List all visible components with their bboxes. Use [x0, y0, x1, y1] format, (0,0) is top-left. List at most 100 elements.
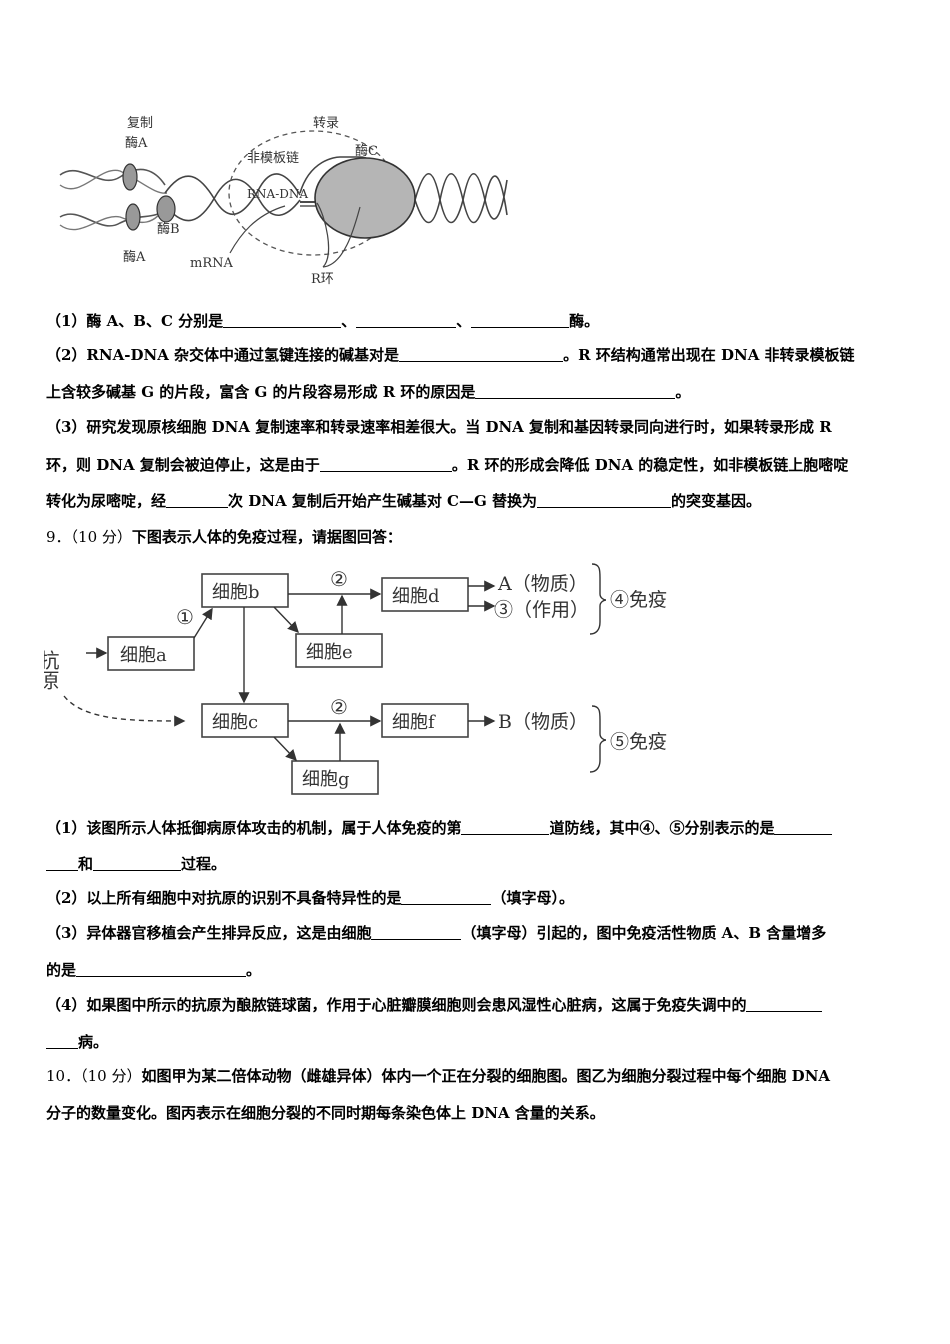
answer-blank[interactable] [356, 312, 457, 328]
cell-b-box [201, 573, 289, 608]
helix-right-a [414, 173, 508, 224]
answer-blank[interactable] [461, 819, 550, 835]
q9-part3-cont: 的是 。 [46, 960, 261, 980]
answer-blank[interactable] [371, 924, 462, 940]
q8-p1-end: 酶。 [569, 312, 600, 330]
immunity-5: ⑤免疫 [610, 731, 667, 753]
q9-part4: （4）如果图中所示的抗原为酿脓链球菌，作用于心脏瓣膜细胞则会患风湿性心脏病，这属… [46, 995, 823, 1015]
q8-part2: （2）RNA-DNA 杂交体中通过氢键连接的碱基对是 。R 环结构通常出现在 DN… [46, 345, 855, 365]
dna-strand-bottom [59, 208, 166, 227]
q8-p2-text: （2）RNA-DNA 杂交体中通过氢键连接的碱基对是 [46, 346, 400, 364]
dna-strand-top [59, 168, 166, 186]
answer-blank[interactable] [166, 492, 229, 508]
q9-p1-text2: 道防线，其中④、⑤分别表示的是 [549, 819, 775, 837]
cell-d-label: 细胞d [392, 586, 440, 607]
q9-part2: （2）以上所有细胞中对抗原的识别不具备特异性的是 （填字母）。 [46, 888, 574, 908]
cell-a-label: 细胞a [120, 645, 167, 666]
label-copy: 复制 [127, 116, 153, 131]
q9-part3: （3）异体器官移植会产生排异反应，这是由细胞 （填字母）引起的，图中免疫活性物质 … [46, 923, 826, 943]
q9-part1-cont: 和 过程。 [46, 854, 226, 874]
question-text-cont: 分子的数量变化。图丙表示在细胞分裂的不同时期每条染色体上 DNA 含量的关系。 [46, 1104, 605, 1122]
q8-p2b-end: 。 [675, 383, 691, 401]
q8-p3-text: （3）研究发现原核细胞 DNA 复制速率和转录速率相差很大。当 DNA 复制和基… [46, 418, 832, 436]
q8-p3c-text2: 次 DNA 复制后开始产生碱基对 C—G 替换为 [228, 492, 538, 510]
q9-p3b-end: 。 [246, 961, 262, 979]
label-enz-b: 酶B [157, 221, 180, 237]
q9-p3-text: （3）异体器官移植会产生排异反应，这是由细胞 [46, 924, 372, 942]
output-a: A（物质） [497, 573, 588, 595]
answer-blank[interactable] [93, 855, 182, 871]
answer-blank[interactable] [399, 346, 564, 362]
cell-e-label: 细胞e [306, 642, 353, 663]
dna-strand-top2 [59, 169, 168, 194]
answer-blank[interactable] [471, 312, 570, 328]
q8-p3b-text2: 。R 环的形成会降低 DNA 的稳定性，如非模板链上胞嘧啶 [451, 456, 849, 474]
q9-p1b-and: 和 [78, 855, 94, 873]
q8-p3c-end: 的突变基因。 [671, 492, 762, 510]
label-mrna: mRNA [190, 256, 233, 271]
cell-g-label: 细胞g [302, 769, 350, 790]
q8-part1: （1）酶 A、B、C 分别是、、酶。 [46, 311, 599, 331]
label-rnadna: RNA-DNA [247, 187, 308, 201]
q9-p4-text: （4）如果图中所示的抗原为酿脓链球菌，作用于心脏瓣膜细胞则会患风湿性心脏病，这属… [46, 996, 747, 1014]
dna-strand-bottom2 [59, 202, 168, 231]
immune-process-diagram: 抗原 细胞a 细胞b 细胞d 细胞e 细胞c 细胞f 细胞g ① ② ② A（物… [44, 563, 667, 795]
q8-p1-text: （1）酶 A、B、C 分别是 [46, 312, 224, 330]
helix-b [164, 178, 301, 222]
enzyme-a-top [122, 163, 138, 191]
step2-upper-label: ② [330, 567, 348, 591]
q9-part4-cont: 病。 [46, 1032, 108, 1052]
enzyme-c [314, 157, 416, 239]
answer-blank[interactable] [537, 492, 672, 508]
answer-blank[interactable] [475, 383, 676, 399]
q9-part1: （1）该图所示人体抵御病原体攻击的机制，属于人体免疫的第 道防线，其中④、⑤分别表… [46, 818, 833, 838]
step1-label: ① [176, 605, 194, 629]
label-nontemplate: 非模板链 [247, 151, 299, 166]
q8-part3-cont: 环，则 DNA 复制会被迫停止，这是由于 。R 环的形成会降低 DNA 的稳定性，… [46, 455, 848, 475]
q9-p3-text2: （填字母）引起的，图中免疫活性物质 A、B 含量增多 [461, 924, 827, 942]
answer-blank[interactable] [46, 855, 78, 871]
cell-a-box [107, 636, 195, 671]
answer-blank[interactable] [319, 456, 452, 472]
question-text: 下图表示人体的免疫过程，请据图回答： [131, 528, 402, 546]
cell-d-box [381, 577, 469, 612]
q9-p3b-text: 的是 [46, 961, 77, 979]
answer-blank[interactable] [223, 312, 342, 328]
helix-right-b [414, 173, 508, 224]
q9-p2-text: （2）以上所有细胞中对抗原的识别不具备特异性的是 [46, 889, 402, 907]
q8-p2-text2: 。R 环结构通常出现在 DNA 非转录模板链 [563, 346, 855, 364]
q8-p3c-text: 转化为尿嘧啶，经 [46, 492, 167, 510]
q8-part3-cont2: 转化为尿嘧啶，经 次 DNA 复制后开始产生碱基对 C—G 替换为 的突变基因。 [46, 491, 761, 511]
q8-p3b-text: 环，则 DNA 复制会被迫停止，这是由于 [46, 456, 320, 474]
label-rloop: R环 [311, 272, 334, 287]
step2-lower-label: ② [330, 695, 348, 719]
answer-blank[interactable] [746, 996, 823, 1012]
q10-line2: 分子的数量变化。图丙表示在细胞分裂的不同时期每条染色体上 DNA 含量的关系。 [46, 1103, 605, 1123]
helix-a [164, 173, 301, 215]
cell-e-box [295, 633, 383, 668]
q9-p2-end: （填字母）。 [491, 889, 574, 907]
q8-p2b-text: 上含较多碱基 G 的片段，富含 G 的片段容易形成 R 环的原因是 [46, 383, 476, 401]
question-text: 如图甲为某二倍体动物（雌雄异体）体内一个正在分裂的细胞图。图乙为细胞分裂过程中每… [141, 1067, 831, 1085]
label-transcribe: 转录 [313, 116, 339, 131]
q8-part3: （3）研究发现原核细胞 DNA 复制速率和转录速率相差很大。当 DNA 复制和基… [46, 417, 832, 437]
label-enz-a-top: 酶A [125, 135, 148, 151]
output-b: B（物质） [498, 711, 588, 733]
antigen-label: 抗原 [44, 650, 60, 690]
q8-part2-cont: 上含较多碱基 G 的片段，富含 G 的片段容易形成 R 环的原因是 。 [46, 382, 690, 402]
question-number: 10．（10 分） [46, 1067, 142, 1085]
q10-header: 10．（10 分）如图甲为某二倍体动物（雌雄异体）体内一个正在分裂的细胞图。图乙… [46, 1066, 830, 1086]
cell-g-box [291, 760, 379, 795]
q9-p4b-end: 病。 [78, 1033, 109, 1051]
enzyme-a-bottom [125, 203, 141, 231]
answer-blank[interactable] [46, 1033, 78, 1049]
answer-blank[interactable] [774, 819, 833, 835]
q9-p1b-end: 过程。 [181, 855, 227, 873]
answer-blank[interactable] [76, 961, 247, 977]
enzyme-b [156, 195, 176, 223]
label-enz-a-bottom: 酶A [123, 249, 146, 265]
q9-p1-text: （1）该图所示人体抵御病原体攻击的机制，属于人体免疫的第 [46, 819, 462, 837]
answer-blank[interactable] [401, 889, 492, 905]
cell-c-label: 细胞c [212, 712, 258, 733]
cell-f-label: 细胞f [392, 712, 436, 733]
